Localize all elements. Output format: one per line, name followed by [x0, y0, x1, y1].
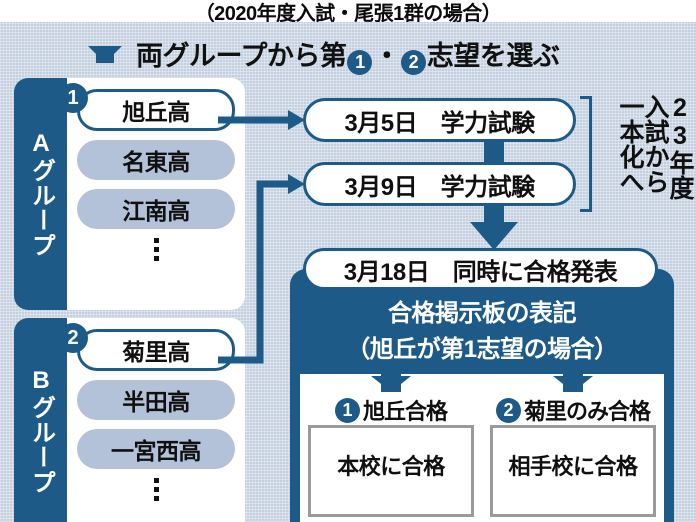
results-panel: 合格掲示板の表記 （旭丘が第1志望の場合） 1 旭丘合格 本校に合格 2 菊里の… [290, 269, 674, 522]
down-arrow-icon [88, 45, 122, 63]
group-card-a: Aグループ 1 旭丘高 名東高 江南高 [14, 78, 245, 310]
result-title-row-2: 2 菊里のみ合格 [484, 394, 662, 426]
group-b-tab: Bグループ [14, 318, 67, 522]
exam-note-col-1: 23年度 [666, 94, 694, 200]
group-a-tab: Aグループ [14, 78, 67, 310]
school-pill-konan[interactable]: 江南高 [77, 189, 235, 229]
title-bar: （2020年度入試・尾張1群の場合） [0, 0, 696, 25]
exam-date-label: 3月9日 学力試験 [344, 173, 535, 201]
announcement-box: 3月18日 同時に合格発表 [303, 248, 658, 290]
result-board-text: 本校に合格 [337, 454, 445, 479]
exam-date-box-2: 3月9日 学力試験 [303, 162, 576, 206]
school-pill-meito[interactable]: 名東高 [77, 140, 235, 180]
down-arrow-icon [371, 374, 411, 392]
group-b-ellipsis [77, 478, 235, 501]
results-board-container: 1 旭丘合格 本校に合格 2 菊里のみ合格 相手校に合格 [300, 374, 664, 522]
exam-date-box-1: 3月5日 学力試験 [303, 98, 576, 142]
header-text-after: 志望を選ぶ [426, 40, 560, 71]
exam-date-label: 3月5日 学力試験 [344, 109, 535, 137]
school-pill-ichinomiyanishi[interactable]: 一宮西高 [77, 429, 235, 469]
announcement-label: 3月18日 同時に合格発表 [343, 258, 618, 286]
school-name: 江南高 [122, 198, 190, 224]
down-arrow-icon [553, 374, 593, 392]
result-title-text: 旭丘合格 [362, 399, 448, 424]
exam-note-col-3: 一本化へ [616, 94, 644, 194]
results-panel-subheading: （旭丘が第1志望の場合） [346, 336, 618, 363]
result-board-2: 相手校に合格 [490, 425, 656, 517]
result-badge-2: 2 [495, 397, 521, 423]
school-name: 菊里高 [122, 339, 190, 365]
school-pill-asahigaoka[interactable]: 1 旭丘高 [58, 83, 235, 131]
header-separator: ・ [373, 40, 400, 71]
choice-badge-2: 2 [58, 323, 88, 353]
result-badge-1: 1 [334, 397, 360, 423]
group-card-b: Bグループ 2 菊里高 半田高 一宮西高 [14, 318, 245, 522]
results-panel-heading: 合格掲示板の表記 [388, 300, 577, 327]
school-name: 名東高 [122, 149, 190, 175]
header-badge-1: 1 [347, 49, 373, 75]
group-a-label: Aグループ [27, 130, 55, 258]
result-board-1: 本校に合格 [308, 425, 474, 517]
exam-bracket [580, 96, 592, 212]
header-text-before: 両グループから第 [136, 40, 347, 71]
result-title-text: 菊里のみ合格 [523, 399, 651, 424]
exam-note: 23年度 入試から 一本化へ [596, 94, 694, 216]
result-board-text: 相手校に合格 [508, 454, 638, 479]
school-name: 半田高 [122, 389, 190, 415]
group-a-ellipsis [77, 238, 235, 261]
result-column-2: 2 菊里のみ合格 相手校に合格 [484, 374, 662, 522]
result-column-1: 1 旭丘合格 本校に合格 [302, 374, 480, 522]
choice-badge-1: 1 [58, 83, 88, 113]
group-b-school-list: 2 菊里高 半田高 一宮西高 [58, 318, 245, 522]
header-badge-2: 2 [400, 49, 426, 75]
school-pill-kikuzato[interactable]: 2 菊里高 [58, 323, 235, 371]
exam-note-col-2: 入試から [641, 94, 669, 194]
school-name: 一宮西高 [111, 438, 202, 464]
result-title-row-1: 1 旭丘合格 [302, 394, 480, 426]
school-pill-handa[interactable]: 半田高 [77, 380, 235, 420]
page-title: （2020年度入試・尾張1群の場合） [194, 2, 502, 25]
group-a-school-list: 1 旭丘高 名東高 江南高 [58, 78, 245, 310]
school-name: 旭丘高 [122, 99, 190, 125]
group-b-label: Bグループ [27, 367, 55, 495]
